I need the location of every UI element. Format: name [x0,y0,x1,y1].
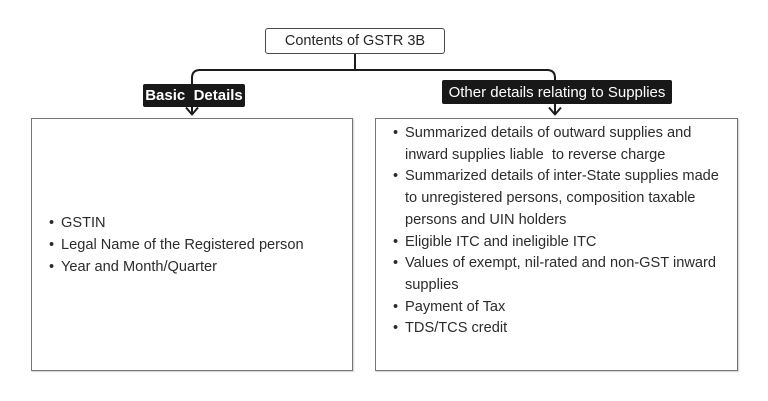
list-item: TDS/TCS credit [393,318,725,340]
other-details-box: Summarized details of outward supplies a… [375,118,738,371]
basic-details-list: GSTIN Legal Name of the Registered perso… [32,212,352,278]
branch-label-other-details: Other details relating to Supplies [442,80,672,104]
other-details-list: Summarized details of outward supplies a… [376,123,737,340]
branch-label-text: Basic Details [145,87,243,104]
branch-horizontal-line [191,69,556,79]
diagram-title: Contents of GSTR 3B [284,33,426,49]
list-item: Payment of Tax [393,297,725,319]
arrow-down-icon [185,106,199,116]
list-item: Legal Name of the Registered person [49,234,340,256]
basic-details-box: GSTIN Legal Name of the Registered perso… [31,118,353,371]
diagram-title-box: Contents of GSTR 3B [265,28,445,54]
arrow-down-icon [548,106,562,116]
list-item: Summarized details of outward supplies a… [393,123,725,166]
list-item: Eligible ITC and ineligible ITC [393,232,725,254]
list-item: Values of exempt, nil-rated and non-GST … [393,253,725,296]
branch-label-text: Other details relating to Supplies [448,83,666,101]
list-item: Summarized details of inter-State suppli… [393,166,725,231]
list-item: GSTIN [49,212,340,234]
list-item: Year and Month/Quarter [49,256,340,278]
branch-label-basic-details: Basic Details [143,84,245,107]
